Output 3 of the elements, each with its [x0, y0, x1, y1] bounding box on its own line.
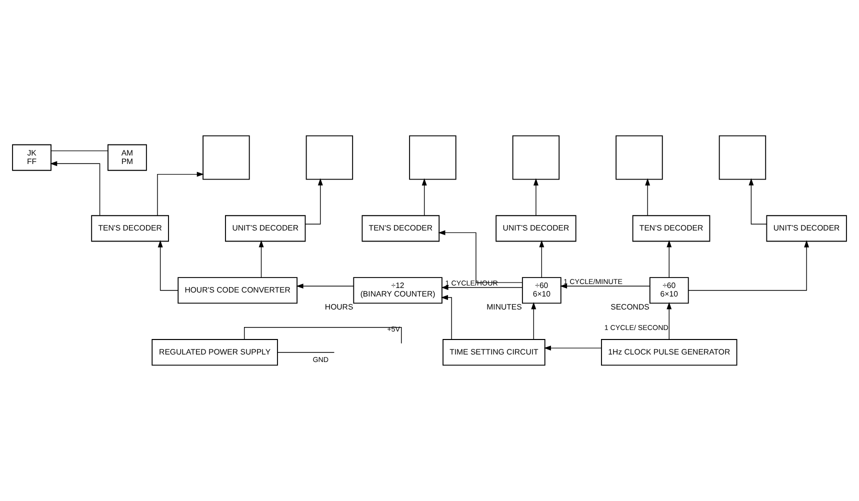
- node-label: MINUTES: [486, 302, 522, 312]
- node-label: SECONDS: [610, 302, 650, 312]
- node-label: HOURS: [324, 302, 354, 312]
